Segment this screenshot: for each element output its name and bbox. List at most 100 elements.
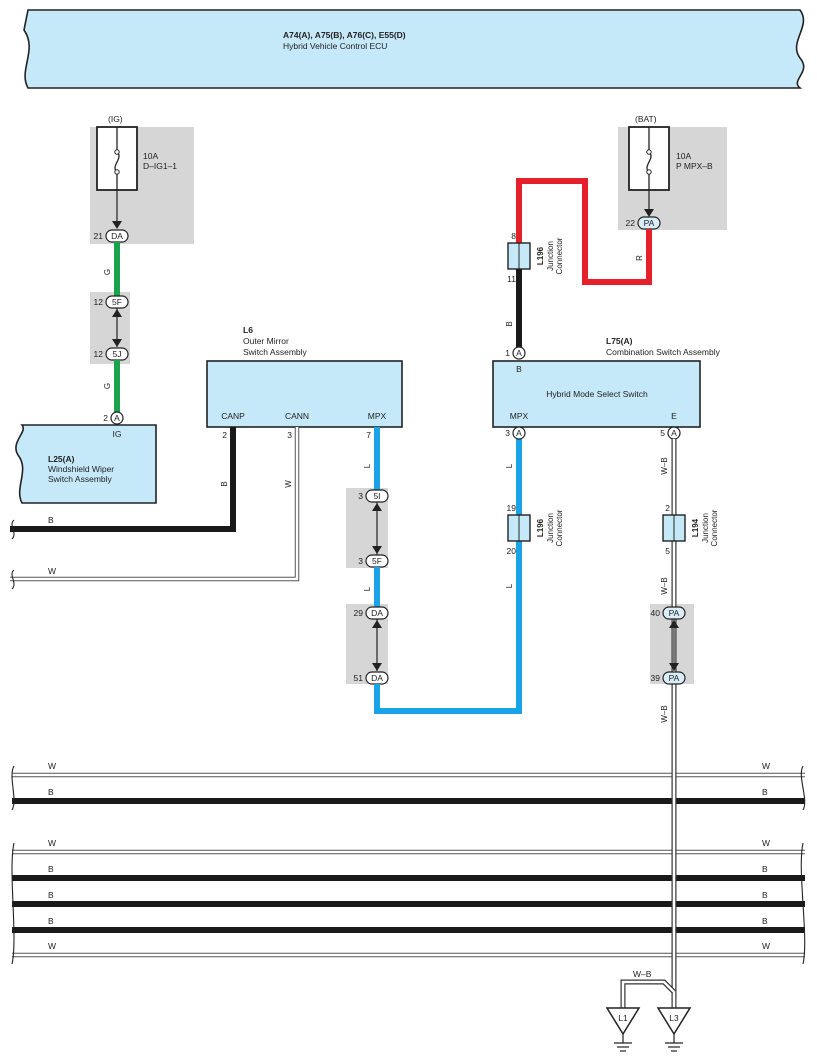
wire-l75-mpx-label-1: L	[505, 463, 514, 468]
l194-pin-top: 2	[665, 503, 670, 513]
bus-b-1-right-label: B	[762, 787, 768, 797]
l75-b-label: B	[516, 364, 522, 374]
wb-pa40-pin-num: 40	[651, 608, 661, 618]
l-da29-pin-num: 29	[354, 608, 364, 618]
l-5f-pin-num: 3	[358, 556, 363, 566]
l75-pin-e-num: 5	[660, 428, 665, 438]
l-da51-pin-conn: DA	[371, 673, 383, 683]
fuse-ig-name: D–IG1–1	[143, 161, 177, 171]
wire-red-label: R	[635, 255, 644, 261]
fuse-bat-node-bottom	[646, 169, 652, 175]
wire-l75-mpx-label-2: L	[505, 583, 514, 588]
l6-cann-label: CANN	[285, 411, 309, 421]
l196-mid-id: L196	[536, 518, 545, 537]
wb-pa40-arrow-up	[669, 620, 679, 628]
l25-pin-conn: A	[114, 413, 120, 423]
bus-b-3-left-label: B	[48, 890, 54, 900]
wb-pa39-pin-num: 39	[651, 673, 661, 683]
l75-e-label: E	[671, 411, 677, 421]
l75-function: Hybrid Mode Select Switch	[546, 389, 648, 399]
wire-cann-label: W	[284, 480, 293, 488]
ecu-name: Hybrid Vehicle Control ECU	[283, 41, 387, 51]
fuse-ig-node-top	[114, 149, 120, 155]
l25-pin-circle	[110, 411, 124, 425]
wb-pa39-pin-oval	[662, 671, 686, 685]
break-left-bus-1	[11, 765, 15, 811]
wb-pa39-arrow-down	[669, 663, 679, 671]
wire-wb-label-3: W–B	[660, 705, 669, 722]
bus-w-1-right-label: W	[762, 761, 770, 771]
l6-name2: Switch Assembly	[243, 347, 308, 357]
l75-name: Combination Switch Assembly	[606, 347, 721, 357]
g-bottom-pin-num: 12	[94, 349, 104, 359]
l-5i-pin-conn: 5I	[373, 491, 380, 501]
g-top-pin-conn: 5F	[112, 297, 122, 307]
l75-pin-b-num: 1	[505, 348, 510, 358]
break-right-bus-1	[800, 765, 806, 811]
wire-wb-label-2: W–B	[660, 577, 669, 594]
l25-name1: Windshield Wiper	[48, 464, 114, 474]
bus-w-2-right-label: W	[762, 838, 770, 848]
wire-cann-white-core	[10, 427, 299, 581]
bus-b-2-left-label: B	[48, 864, 54, 874]
l196-mid-name1: Junction	[546, 513, 555, 543]
ecu-title: A74(A), A75(B), A76(C), E55(D)	[283, 30, 406, 40]
break-left-bus-2	[11, 842, 15, 965]
l75-pin-e-conn: A	[671, 428, 677, 438]
fuse-bat-source: (BAT)	[635, 114, 657, 124]
bus-b-2-right-label: B	[762, 864, 768, 874]
g-inline-arrow-down	[112, 339, 122, 347]
wire-canp-h-label: B	[48, 515, 54, 525]
l-5f-pin-conn: 5F	[372, 556, 382, 566]
fuse-ig-source: (IG)	[108, 114, 123, 124]
l75-block	[492, 360, 701, 428]
l-da51-arrow-down	[372, 663, 382, 671]
l75-pin-mpx-circle	[512, 426, 526, 440]
bus-b-4-left-label: B	[48, 916, 54, 926]
wire-black-l196-label: B	[505, 321, 514, 326]
fuse-bat-pin-conn: PA	[644, 218, 655, 228]
l196-mid-name2: Connector	[555, 509, 564, 546]
wire-l6-mpx-label-2: L	[363, 586, 372, 591]
fuse-ig-node-bottom	[114, 169, 120, 175]
fuse-bat-rating: 10A	[676, 151, 691, 161]
fuse-bat-arrow	[644, 209, 654, 217]
l6-canp-label: CANP	[221, 411, 245, 421]
l-da51-pin-num: 51	[354, 673, 364, 683]
wire-g-lower-label: G	[103, 383, 112, 389]
wb-pa40-pin-conn: PA	[669, 608, 680, 618]
l6-block	[206, 360, 403, 428]
l25-id: L25(A)	[48, 454, 75, 464]
l75-pin-b-conn: A	[516, 348, 522, 358]
wire-l6-mpx-label-1: L	[363, 463, 372, 468]
l194-name1: Junction	[701, 513, 710, 543]
l6-name1: Outer Mirror	[243, 336, 289, 346]
g-inline-arrow-up	[112, 309, 122, 317]
l196-mid-pin-bottom: 20	[507, 546, 517, 556]
wire-mpx-bottom-loop	[374, 438, 522, 714]
l-da29-pin-conn: DA	[371, 608, 383, 618]
l75-id: L75(A)	[606, 336, 633, 346]
wire-red	[516, 178, 652, 285]
ecu-block	[23, 9, 805, 89]
l6-id: L6	[243, 325, 253, 335]
wire-canp-label: B	[220, 481, 229, 486]
l25-pin-label: IG	[113, 429, 122, 439]
l75-mpx-label: MPX	[510, 411, 529, 421]
l194-pin-bottom: 5	[665, 546, 670, 556]
l25-name2: Switch Assembly	[48, 474, 113, 484]
bus-w-2-left-label: W	[48, 838, 56, 848]
l75-pin-mpx-conn: A	[516, 428, 522, 438]
l196-top-name2: Connector	[555, 237, 564, 274]
wire-canp-black	[10, 427, 236, 532]
l-da29-arrow-up	[372, 620, 382, 628]
l6-mpx-label: MPX	[368, 411, 387, 421]
fuse-ig-arrow	[112, 221, 122, 229]
fuse-ig-pin-num: 21	[94, 231, 104, 241]
l25-block	[15, 424, 157, 504]
g-top-pin-num: 12	[94, 297, 104, 307]
ground-l1-label: L1	[618, 1013, 628, 1023]
l-5i-arrow-up	[372, 503, 382, 511]
l6-mpx-pin: 7	[366, 430, 371, 440]
